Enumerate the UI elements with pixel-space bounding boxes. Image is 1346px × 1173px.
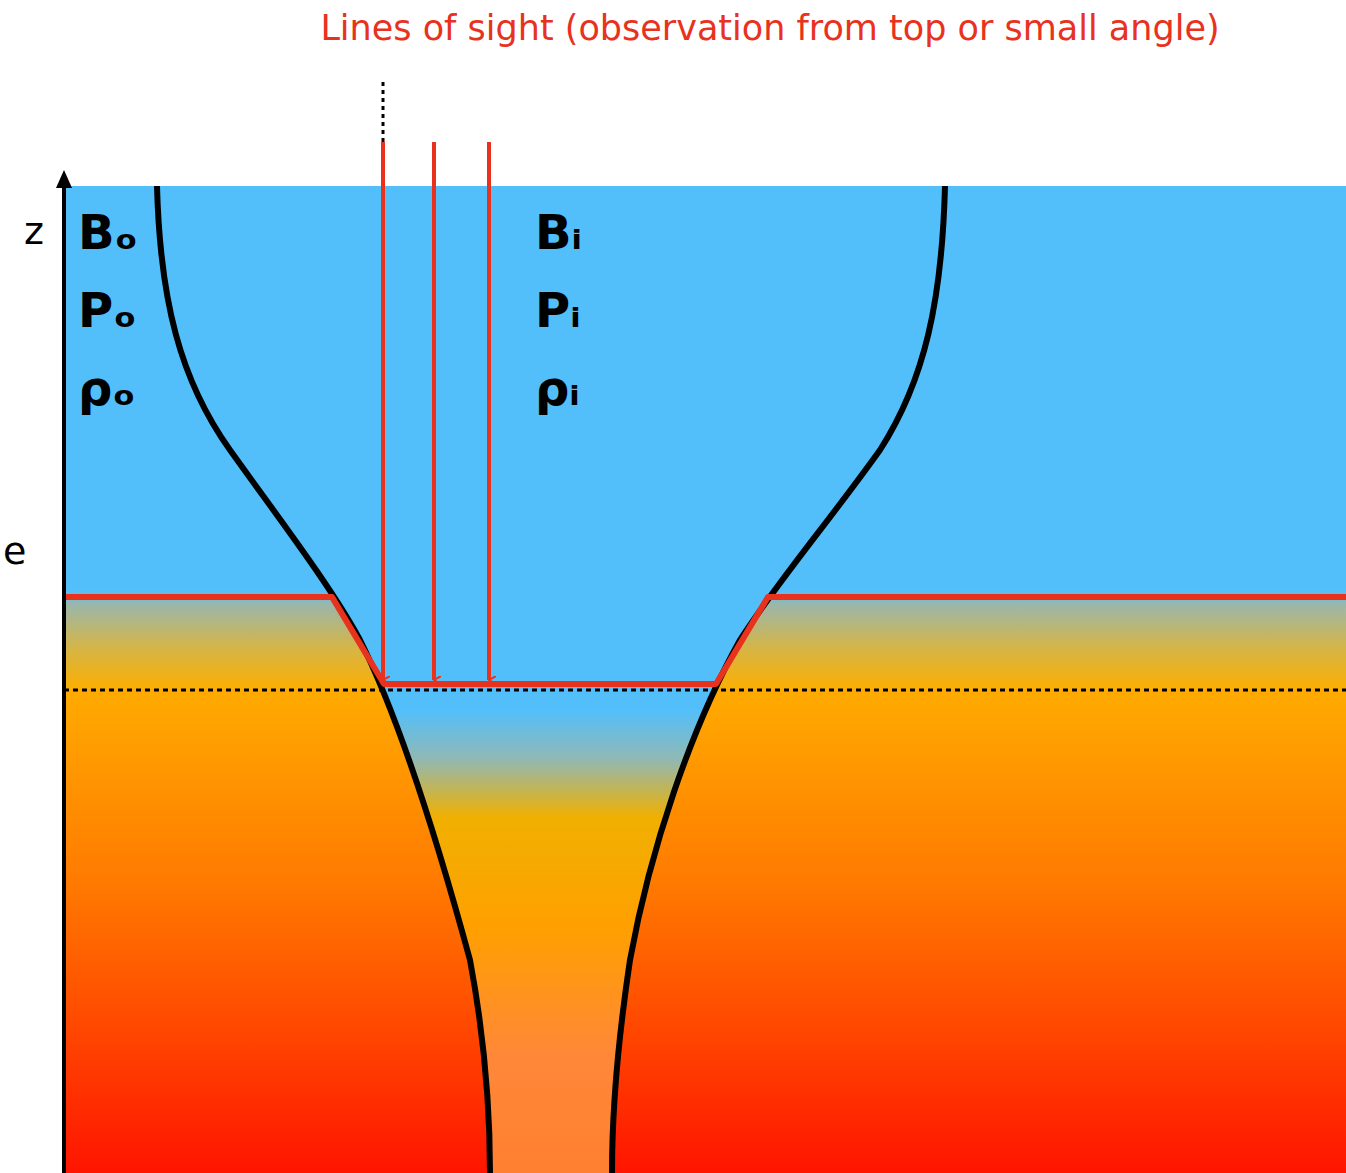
inner-quantity: ρᵢ [535, 361, 580, 416]
outer-quantity: Pₒ [78, 283, 137, 338]
axis-arrowhead [56, 170, 72, 188]
outer-quantity: Bₒ [78, 205, 138, 260]
reference-level [64, 689, 1346, 692]
outer-quantity: ρₒ [78, 361, 136, 416]
fragment-label: e [3, 530, 26, 574]
tube-boundary [157, 186, 490, 1173]
inner-quantity: Bᵢ [535, 205, 582, 260]
dotted-extension [382, 82, 385, 142]
tau-surface [64, 597, 1346, 684]
inner-quantity: Pᵢ [535, 283, 581, 338]
title-note: Lines of sight (observation from top or … [320, 8, 1219, 48]
axis-label: z [24, 210, 44, 254]
line-of-sight [381, 142, 385, 680]
line-of-sight [432, 142, 436, 680]
flux-tube [157, 186, 945, 1173]
interior-band [64, 690, 1346, 1173]
line-of-sight [487, 142, 491, 680]
tube-boundary [612, 186, 945, 1173]
z-axis [62, 186, 66, 1173]
